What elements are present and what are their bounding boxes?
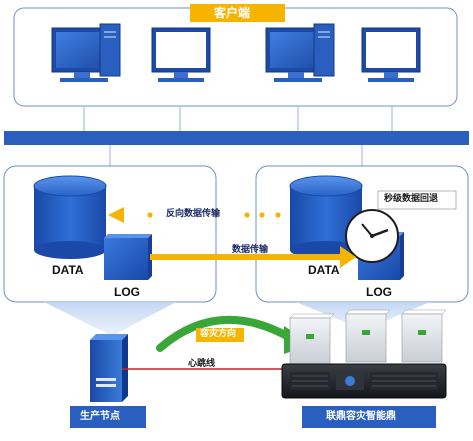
client-title: 客户端 (214, 6, 251, 20)
clock-icon (345, 209, 399, 263)
dr-direction-label: 容灾方向 (200, 329, 237, 339)
monitor-icon-3 (265, 23, 335, 82)
production-funnel (44, 302, 176, 336)
production-node-banner (70, 406, 146, 428)
recovery-node-banner (302, 406, 436, 428)
monitor-icon-2 (151, 27, 211, 82)
recovery-badge-text: 秒级数据回退 (384, 194, 439, 204)
production-log-box (104, 234, 152, 280)
client-title-banner (190, 4, 285, 22)
production-server-icon (90, 334, 128, 402)
network-bus (4, 131, 469, 145)
recovery-badge (377, 190, 457, 210)
data-transfer-label: 数据传输 (232, 245, 269, 255)
recovery-data-label: DATA (308, 263, 340, 277)
dr-direction-banner (196, 328, 244, 342)
production-log-label: LOG (114, 285, 140, 299)
recovery-log-label: LOG (366, 285, 392, 299)
heartbeat-label: 心跳线 (188, 359, 216, 369)
monitor-icon-1 (51, 23, 121, 82)
data-transfer-arrow (150, 246, 356, 268)
production-node-label: 生产节点 (80, 411, 120, 422)
production-data-cylinder (33, 175, 107, 259)
reverse-transfer-arrow (108, 207, 281, 223)
recovery-node-label: 联鼎容灾智能鼎 (326, 411, 396, 422)
dr-server-2-icon (345, 309, 391, 363)
dr-server-3-icon (401, 309, 447, 363)
dr-server-1-icon (289, 313, 335, 365)
rack-appliance-icon (281, 363, 447, 399)
reverse-transfer-label: 反向数据传输 (166, 209, 221, 219)
production-data-label: DATA (52, 263, 84, 277)
monitor-icon-4 (361, 27, 421, 82)
